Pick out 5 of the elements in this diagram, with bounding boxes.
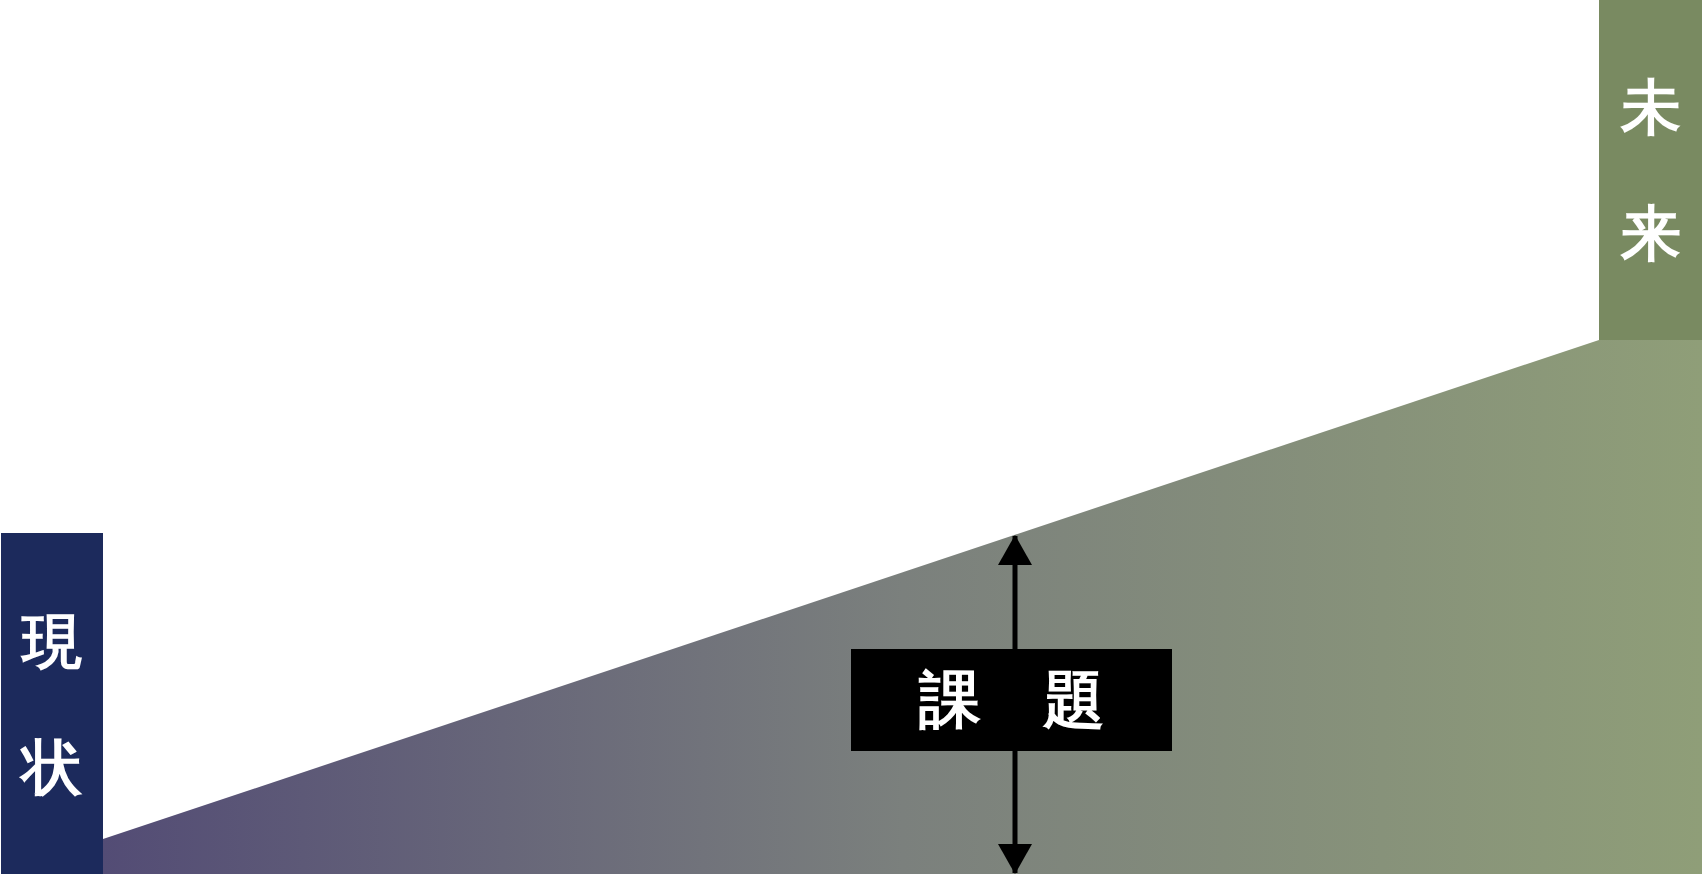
vertical-panel bbox=[1, 533, 103, 874]
label-box bbox=[851, 649, 1172, 751]
vertical-label: 未来 bbox=[1620, 71, 1681, 270]
box-label: 課 題 bbox=[918, 662, 1105, 738]
vertical-panel bbox=[1599, 0, 1702, 340]
